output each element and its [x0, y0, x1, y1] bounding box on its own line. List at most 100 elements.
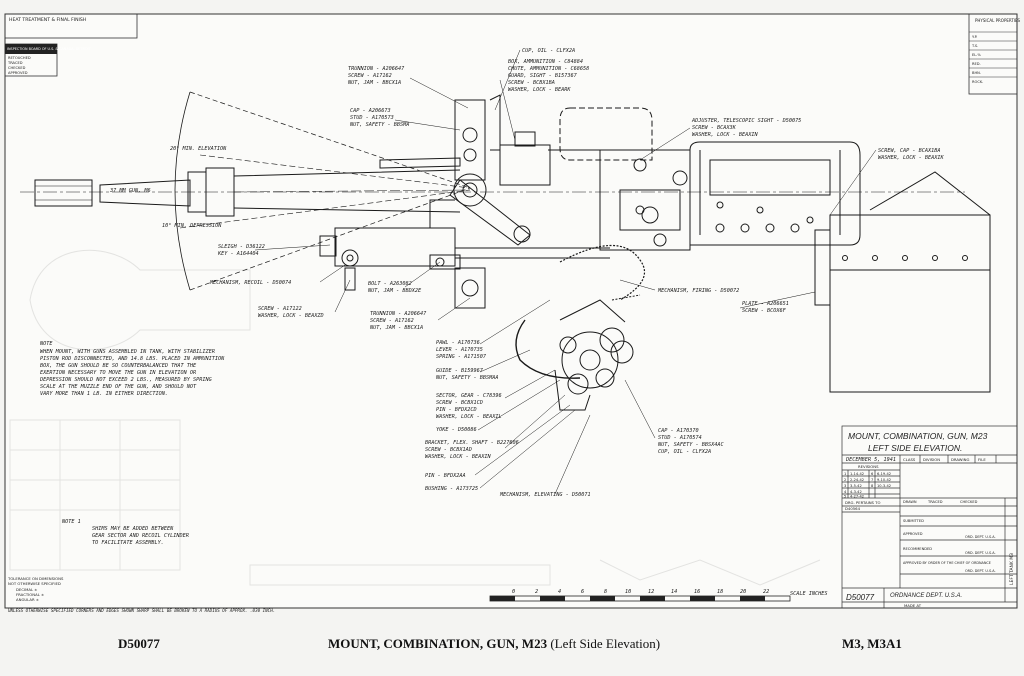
svg-text:ORD. DEPT. U.S.A.: ORD. DEPT. U.S.A. — [965, 535, 996, 539]
svg-text:DRAWN: DRAWN — [903, 500, 917, 504]
callout-mechanism-firing: MECHANISM, FIRING - D50072 — [657, 288, 739, 294]
svg-text:LEVER - A170735: LEVER - A170735 — [436, 347, 483, 353]
svg-text:2: 2 — [844, 478, 846, 482]
svg-text:APPROVED: APPROVED — [8, 71, 28, 75]
gun-mount-assembly — [20, 91, 991, 411]
svg-text:SECTOR, GEAR - C78396: SECTOR, GEAR - C78396 — [436, 393, 502, 399]
svg-text:GEAR SECTOR AND RECOIL CYLINDE: GEAR SECTOR AND RECOIL CYLINDER — [92, 533, 189, 539]
svg-text:18: 18 — [717, 589, 723, 595]
svg-text:3-5-42: 3-5-42 — [850, 484, 862, 488]
svg-text:SPRING - A171507: SPRING - A171507 — [436, 354, 487, 360]
svg-text:DIVISION: DIVISION — [923, 457, 940, 462]
svg-text:4: 4 — [844, 490, 847, 494]
svg-text:6: 6 — [871, 472, 874, 476]
svg-text:T.S.: T.S. — [971, 44, 978, 48]
svg-text:10: 10 — [625, 589, 631, 595]
callout-adjuster: ADJUSTER, TELESCOPIC SIGHT - D50075 SCRE… — [691, 118, 801, 138]
svg-text:WASHER, LOCK - BEARK: WASHER, LOCK - BEARK — [508, 87, 571, 93]
callout-trunnion-top: TRUNNION - A206647 SCREW - A17162 NUT, J… — [347, 66, 405, 86]
svg-text:SCREW - A17162: SCREW - A17162 — [370, 318, 414, 324]
svg-text:SLEIGH - D36122: SLEIGH - D36122 — [218, 244, 265, 250]
svg-text:22: 22 — [763, 589, 769, 595]
svg-text:2: 2 — [535, 589, 538, 595]
svg-text:12: 12 — [648, 589, 654, 595]
svg-text:APPROVED BY ORDER OF THE CHIEF: APPROVED BY ORDER OF THE CHIEF OF ORDNAN… — [903, 561, 991, 565]
svg-text:PISTON ROD DISCONNECTED, AND 1: PISTON ROD DISCONNECTED, AND 14.8 LBS. P… — [40, 356, 225, 362]
svg-text:BRACKET, FLEX. SHAFT - B227606: BRACKET, FLEX. SHAFT - B227606 — [425, 440, 519, 446]
svg-text:TO FACILITATE ASSEMBLY.: TO FACILITATE ASSEMBLY. — [92, 540, 164, 546]
svg-text:EL.%: EL.% — [972, 53, 981, 57]
svg-text:PIN - BFDX2CD: PIN - BFDX2CD — [436, 407, 477, 413]
svg-text:BOX, THE GUN SHOULD BE SO COUN: BOX, THE GUN SHOULD BE SO COUNTERBALANCE… — [40, 363, 197, 369]
callout-bushing: BUSHING - A173725 — [425, 486, 478, 492]
heat-treatment-label: HEAT TREATMENT & FINAL FINISH — [9, 17, 86, 23]
callout-cap-stud: CAP - A206673 STUD - A170573 NUT, SAFETY… — [349, 108, 409, 128]
svg-text:ADJUSTER, TELESCOPIC SIGHT - D: ADJUSTER, TELESCOPIC SIGHT - D50075 — [691, 118, 801, 124]
svg-text:BOX, AMMUNITION - C84884: BOX, AMMUNITION - C84884 — [508, 59, 583, 65]
svg-text:1: 1 — [844, 472, 846, 476]
ghost-show-through — [9, 249, 821, 586]
svg-text:SUBMITTED: SUBMITTED — [903, 519, 924, 523]
svg-text:WASHER, LOCK - BEAXIN: WASHER, LOCK - BEAXIN — [425, 454, 491, 460]
svg-text:SHIMS MAY BE ADDED BETWEEN: SHIMS MAY BE ADDED BETWEEN — [92, 526, 174, 532]
svg-text:CHUTE, AMMUNITION - C68658: CHUTE, AMMUNITION - C68658 — [508, 66, 589, 72]
physical-properties-label: PHYSICAL PROPERTIES — [975, 18, 1021, 23]
caption-models: M3, M3A1 — [842, 636, 902, 651]
inspection-rows: RETOUCHED TRACED CHECKED APPROVED — [7, 56, 31, 75]
revisions-label: REVISIONS — [858, 464, 879, 469]
svg-text:SCALE INCHES: SCALE INCHES — [790, 591, 827, 597]
callout-sector: SECTOR, GEAR - C78396 SCREW - BCBX1CD PI… — [436, 393, 502, 420]
svg-text:PLATE - A206651: PLATE - A206651 — [742, 301, 789, 307]
svg-text:KEY - A164404: KEY - A164404 — [217, 251, 259, 257]
callout-box-ammunition: BOX, AMMUNITION - C84884 CHUTE, AMMUNITI… — [508, 59, 589, 93]
svg-text:7: 7 — [871, 478, 873, 482]
svg-text:SCREW - BCOX6F: SCREW - BCOX6F — [742, 308, 787, 314]
callout-guide: GUIDE - B159967 NUT, SAFETY - BBSMAA — [435, 368, 498, 381]
svg-text:Y.P.: Y.P. — [972, 35, 978, 39]
drg-pertains-number: D40564 — [845, 506, 861, 511]
svg-text:RETOUCHED: RETOUCHED — [8, 56, 31, 60]
svg-text:TRUNNION - A206647: TRUNNION - A206647 — [348, 66, 405, 72]
svg-text:FRACTIONAL ±: FRACTIONAL ± — [16, 592, 44, 597]
svg-text:ANGULAR ±: ANGULAR ± — [16, 597, 39, 602]
svg-text:BHN.: BHN. — [972, 71, 981, 75]
revisions-table: 1 1-14-42 6 6-19-42 2 2-24-42 7 9-10-42 … — [844, 472, 891, 499]
callout-screw-cap: SCREW, CAP - BCAX1BA WASHER, LOCK - BEAX… — [878, 148, 944, 161]
svg-text:ORD. DEPT. U.S.A.: ORD. DEPT. U.S.A. — [965, 569, 996, 573]
svg-text:CHECKED: CHECKED — [8, 66, 26, 70]
title-block — [841, 425, 1018, 609]
svg-text:STUD - A170574: STUD - A170574 — [658, 435, 702, 441]
callout-screw-left: SCREW - A17122 WASHER, LOCK - BEAXZD — [258, 306, 324, 319]
svg-text:NUT, JAM - BBCX1A: NUT, JAM - BBCX1A — [369, 325, 423, 331]
svg-text:CAP - A206673: CAP - A206673 — [350, 108, 391, 114]
svg-text:BOLT - A263082: BOLT - A263082 — [368, 281, 412, 287]
callout-plate: PLATE - A206651 SCREW - BCOX6F — [742, 301, 789, 314]
callout-pawl: PAWL - A170736 LEVER - A170735 SPRING - … — [436, 340, 487, 360]
svg-text:WASHER, LOCK - BEAXIN: WASHER, LOCK - BEAXIN — [692, 132, 758, 138]
svg-text:6-19-42: 6-19-42 — [877, 472, 891, 476]
signature-rows: DRAWN TRACED CHECKED SUBMITTED APPROVED … — [903, 500, 996, 573]
bottom-note: UNLESS OTHERWISE SPECIFIED CORNERS AND E… — [8, 608, 275, 613]
svg-text:PAWL - A170736: PAWL - A170736 — [436, 340, 480, 346]
title-block-title-1: MOUNT, COMBINATION, GUN, M23 — [848, 431, 988, 441]
svg-text:WASHER, LOCK - BEAXZD: WASHER, LOCK - BEAXZD — [258, 313, 324, 319]
svg-text:4: 4 — [558, 589, 561, 595]
callout-sleigh: SLEIGH - D36122 KEY - A164404 — [217, 244, 265, 257]
svg-text:TRACED: TRACED — [7, 61, 23, 65]
svg-text:GUARD, SIGHT - B157367: GUARD, SIGHT - B157367 — [508, 73, 578, 79]
made-at-label: MADE AT — [904, 603, 922, 608]
svg-text:6: 6 — [581, 589, 584, 595]
callout-mechanism-recoil: MECHANISM, RECOIL - D50074 — [209, 280, 291, 286]
svg-text:ORD. DEPT. U.S.A.: ORD. DEPT. U.S.A. — [965, 551, 996, 555]
svg-text:NOTE: NOTE — [39, 341, 53, 347]
svg-text:EXERTION NECESSARY TO MOVE THE: EXERTION NECESSARY TO MOVE THE GUN IN EL… — [40, 370, 196, 376]
svg-text:SCREW - BCBX1CD: SCREW - BCBX1CD — [436, 400, 483, 406]
svg-text:WHEN MOUNT, WITH GUNS ASSEMBLE: WHEN MOUNT, WITH GUNS ASSEMBLED IN TANK,… — [40, 349, 215, 355]
svg-text:8: 8 — [604, 589, 607, 595]
title-block-drawing-number: D50077 — [846, 593, 875, 602]
caption-number: D50077 — [118, 636, 160, 651]
svg-text:WASHER, LOCK - BEAXIK: WASHER, LOCK - BEAXIK — [878, 155, 944, 161]
svg-text:TRUNNION - A206647: TRUNNION - A206647 — [370, 311, 427, 317]
callout-bolt: BOLT - A263082 NUT, JAM - BBDX2E — [367, 281, 422, 294]
